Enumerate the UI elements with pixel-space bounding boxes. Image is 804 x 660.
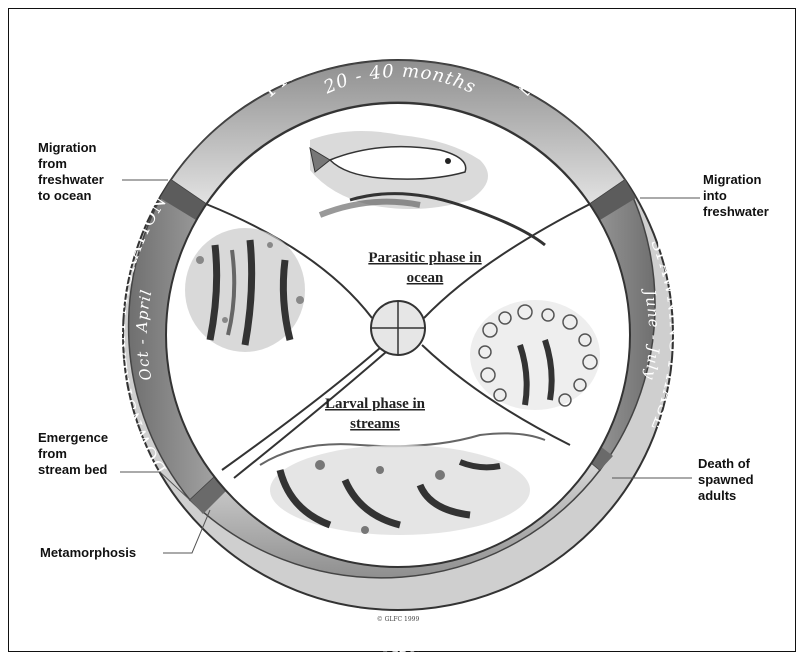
larval-phase-label-1: Larval phase in <box>325 396 426 412</box>
ring-right-subtitle: June - July <box>640 285 663 382</box>
ring-transition-block <box>160 180 206 220</box>
larval-phase-label-2: streams <box>350 416 400 432</box>
divider-curve <box>233 351 387 479</box>
callout-line: to ocean <box>38 188 92 203</box>
parasitic-phase-label-2: ocean <box>407 270 444 286</box>
callout-line: Death of <box>698 456 750 471</box>
callout-line: adults <box>698 488 737 503</box>
ring-left-subtitle: Oct - April <box>133 288 156 382</box>
callout-emergence: Emergence from stream bed <box>38 430 108 478</box>
callout-line: freshwater <box>38 172 104 187</box>
divider-curve <box>221 347 381 471</box>
callout-metamorphosis: Metamorphosis <box>40 545 136 561</box>
center-compass <box>370 300 426 356</box>
divider-curve <box>205 203 373 319</box>
callout-migration-to-ocean: Migration from freshwater to ocean <box>38 140 104 204</box>
copyright-text: © GLFC 1999 <box>377 616 420 623</box>
parasitic-fish-illustration <box>309 131 546 247</box>
ring-transition-block <box>590 180 636 220</box>
callout-line: spawned <box>698 472 754 487</box>
callout-line: stream bed <box>38 462 108 477</box>
divider-curve <box>421 344 571 446</box>
callout-line: Migration <box>38 140 97 155</box>
spawning-eggs-illustration <box>470 300 600 410</box>
downstream-larvae-illustration <box>185 228 305 352</box>
callout-line: from <box>38 446 67 461</box>
callout-line: Metamorphosis <box>40 545 137 560</box>
callout-line: into <box>703 188 727 203</box>
callout-line: from <box>38 156 67 171</box>
callout-migration-into-freshwater: Migration into freshwater <box>703 172 769 220</box>
parasitic-phase-label-1: Parasitic phase in <box>368 250 482 266</box>
larval-stream-illustration <box>259 432 546 535</box>
diagram-frame <box>8 8 796 652</box>
callout-line: Migration <box>703 172 762 187</box>
callout-line: freshwater <box>703 204 769 219</box>
callout-death-of-adults: Death of spawned adults <box>698 456 754 504</box>
callout-lines <box>120 179 700 554</box>
divider-curve <box>423 203 591 319</box>
callout-line: Emergence <box>38 430 109 445</box>
